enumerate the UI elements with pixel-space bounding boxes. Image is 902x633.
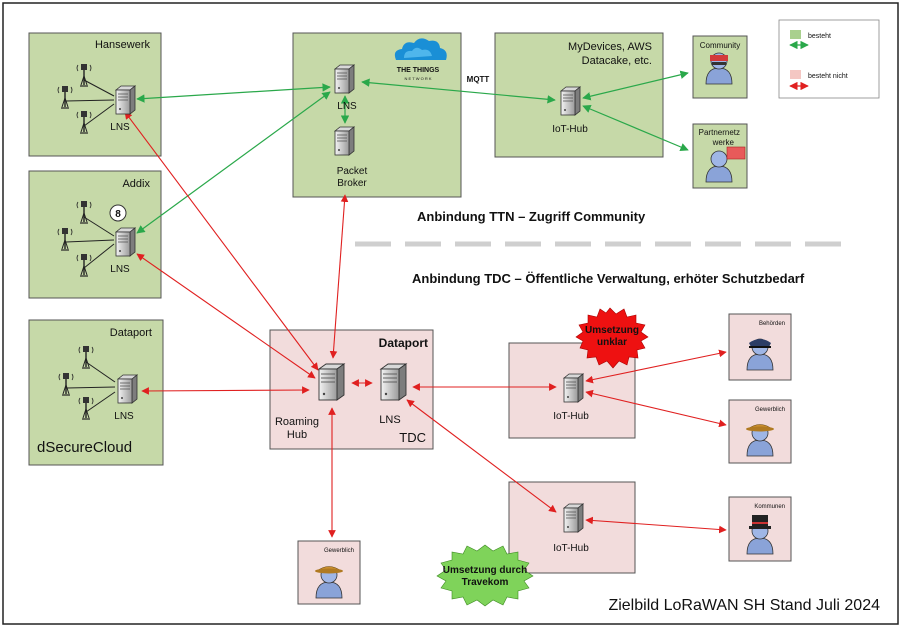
tdc-lns-label: LNS xyxy=(379,414,400,426)
ttn-lns-label: LNS xyxy=(337,101,357,112)
gewerblich-right-label: Gewerblich xyxy=(755,407,785,413)
legend-exists-label: besteht xyxy=(808,33,831,40)
mydevices-line1: MyDevices, AWS xyxy=(568,41,652,53)
starburst-red xyxy=(575,307,649,369)
arrow-packetbroker-roaming xyxy=(329,194,349,359)
arrow-ttn-iothub xyxy=(361,78,556,104)
arrow-dataport-roaming xyxy=(141,386,310,395)
server-icon xyxy=(117,374,138,404)
server-icon xyxy=(334,126,355,156)
arrow-iothub-partner xyxy=(582,105,689,151)
hansewerk-gateway-links xyxy=(65,79,115,127)
dataport-lns-label: LNS xyxy=(114,411,134,422)
heading-ttn: Anbindung TTN – Zugriff Community xyxy=(417,209,646,224)
legend-red-swatch xyxy=(790,70,801,79)
addix-gateway-links xyxy=(65,216,115,269)
starburst-green xyxy=(436,544,534,607)
gewerblich-bottom-person-icon xyxy=(315,566,343,599)
server-icon xyxy=(560,86,581,116)
packet-label: Packet xyxy=(337,166,368,177)
server-icon xyxy=(563,373,584,403)
mydevices-iothub-label: IoT-Hub xyxy=(552,124,588,135)
burst-green-line1: Umsetzung durch xyxy=(443,565,527,576)
dataport-center-label: Dataport xyxy=(379,336,428,350)
server-icon xyxy=(380,363,407,401)
addix-label: Addix xyxy=(122,178,150,190)
iothub1-label: IoT-Hub xyxy=(553,411,589,422)
mydevices-line2: Datacake, etc. xyxy=(582,55,652,67)
burst-red-line2: unklar xyxy=(597,337,627,348)
ttn-logo-line2: N E T W O R K xyxy=(405,76,432,81)
behoerden-label: Behörden xyxy=(759,321,785,327)
server-icon xyxy=(115,85,136,115)
broker-label: Broker xyxy=(337,178,367,189)
arrow-lns-iothub2 xyxy=(406,399,557,513)
hansewerk-label: Hansewerk xyxy=(95,39,151,51)
tdc-label: TDC xyxy=(399,430,426,445)
burst-green-line2: Travekom xyxy=(462,577,509,588)
arrow-iothub-community xyxy=(582,70,689,101)
gewerblich-bottom-label: Gewerblich xyxy=(324,548,354,554)
community-person-icon xyxy=(705,52,733,85)
arrow-iothub2-kommunen xyxy=(585,516,727,534)
server-icon xyxy=(115,227,136,257)
kommunen-person-icon xyxy=(746,515,774,555)
partner-person-icon xyxy=(705,146,746,183)
behoerden-person-icon xyxy=(746,338,774,371)
dsecurecloud-label: dSecureCloud xyxy=(37,439,132,456)
addix-badge-number: 8 xyxy=(115,209,121,220)
addix-lns-label: LNS xyxy=(110,264,130,275)
arrow-iothub1-behoerden xyxy=(585,349,727,384)
partner-line1: Partnernetz xyxy=(699,128,740,137)
burst-red-line1: Umsetzung xyxy=(585,325,639,336)
addix-box xyxy=(28,170,162,299)
roaming-label: Roaming xyxy=(275,416,319,428)
server-icon xyxy=(318,363,345,401)
legend-green-swatch xyxy=(790,30,801,39)
community-label: Community xyxy=(700,41,740,50)
legend-not-exists-label: besteht nicht xyxy=(808,73,848,80)
arrow-iothub1-gewerblich xyxy=(585,389,727,428)
server-icon xyxy=(334,64,355,94)
partner-line2: werke xyxy=(712,138,735,147)
heading-tdc: Anbindung TDC – Öffentliche Verwaltung, … xyxy=(412,271,805,286)
arrow-addix-roaming xyxy=(136,253,316,379)
hub-label: Hub xyxy=(287,429,307,441)
iothub2-label: IoT-Hub xyxy=(553,543,589,554)
ttn-cloud-icon xyxy=(394,38,447,60)
server-icon xyxy=(563,503,584,533)
dataport-left-label: Dataport xyxy=(110,327,152,339)
mqtt-label: MQTT xyxy=(467,75,490,84)
gewerblich-right-person-icon xyxy=(746,424,774,457)
dataport-gateway-links xyxy=(66,361,116,413)
ttn-logo-line1: THE THINGS xyxy=(397,67,440,74)
kommunen-label: Kommunen xyxy=(754,504,785,510)
hansewerk-box xyxy=(28,32,162,157)
footer-title: Zielbild LoRaWAN SH Stand Juli 2024 xyxy=(608,597,880,614)
hansewerk-lns-label: LNS xyxy=(110,122,130,133)
